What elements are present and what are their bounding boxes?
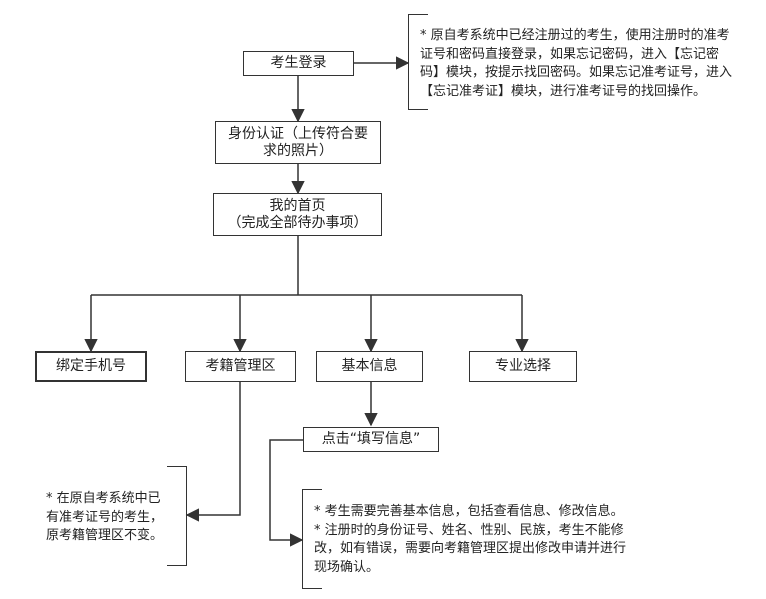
node-identity-label-1: 身份认证（上传符合要 — [228, 125, 368, 142]
registry-note-line-1: * 在原自考系统中已 — [46, 491, 161, 506]
login-note-line-1: * 原自考系统中已经注册过的考生，使用注册时的准考 — [420, 28, 730, 43]
login-note-line-3: 码】模块，按提示找回密码。如果忘记准考证号，进入 — [420, 65, 733, 80]
info-note: * 考生需要完善基本信息，包括查看信息、修改信息。 * 注册时的身份证号、姓名、… — [314, 503, 659, 577]
node-login[interactable]: 考生登录 — [243, 51, 354, 76]
arrow-fill-to-info-note — [269, 439, 304, 547]
node-major[interactable]: 专业选择 — [469, 351, 577, 382]
node-login-label: 考生登录 — [270, 55, 327, 71]
node-identity-label-2: 求的照片） — [263, 142, 333, 159]
node-major-label: 专业选择 — [495, 358, 551, 374]
registry-note: * 在原自考系统中已 有准考证号的考生， 原考籍管理区不变。 — [46, 490, 171, 546]
login-note: * 原自考系统中已经注册过的考生，使用注册时的准考 证号和密码直接登录，如果忘记… — [420, 27, 765, 101]
info-note-line-2: * 注册时的身份证号、姓名、性别、民族，考生不能修 — [314, 522, 624, 538]
node-home-label-2: （完成全部待办事项） — [227, 214, 368, 231]
node-registry-label: 考籍管理区 — [205, 358, 276, 374]
node-fill-info-label: 点击“填写信息” — [321, 431, 421, 447]
login-note-line-2: 证号和密码直接登录，如果忘记密码，进入【忘记密 — [420, 46, 720, 62]
node-registry[interactable]: 考籍管理区 — [185, 351, 296, 382]
login-note-bracket — [408, 14, 428, 110]
info-note-line-3: 改，如有错误，需要向考籍管理区提出修改申请并进行 — [314, 541, 627, 556]
login-note-line-4: 【忘记准考证】模块，进行准考证号的找回操作。 — [420, 83, 707, 99]
node-home-label-1: 我的首页 — [269, 197, 326, 214]
info-note-line-1: * 考生需要完善基本信息，包括查看信息、修改信息。 — [314, 504, 624, 519]
registry-note-line-2: 有准考证号的考生， — [46, 509, 164, 525]
arrow-registry-to-note — [185, 382, 241, 522]
node-bind-phone-label: 绑定手机号 — [56, 358, 126, 374]
node-home[interactable]: 我的首页 （完成全部待办事项） — [213, 193, 382, 236]
registry-note-line-3: 原考籍管理区不变。 — [46, 528, 164, 543]
registry-note-bracket — [167, 466, 187, 566]
node-basic-info-label: 基本信息 — [341, 358, 398, 374]
node-basic-info[interactable]: 基本信息 — [316, 351, 423, 382]
info-note-line-4: 现场确认。 — [314, 559, 380, 575]
info-note-bracket — [302, 489, 322, 589]
node-bind-phone[interactable]: 绑定手机号 — [35, 351, 147, 382]
node-identity[interactable]: 身份认证（上传符合要 求的照片） — [215, 121, 381, 164]
node-fill-info[interactable]: 点击“填写信息” — [303, 427, 439, 452]
